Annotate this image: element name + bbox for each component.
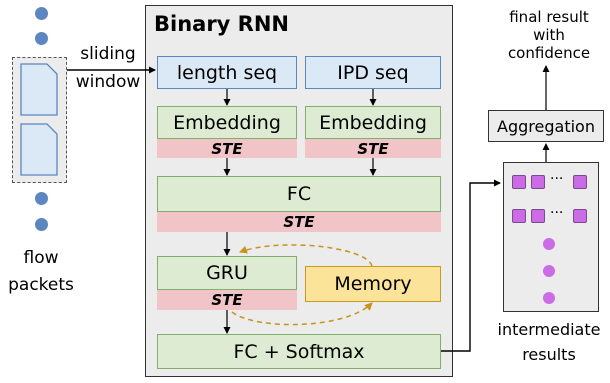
binary-rnn-title: Binary RNN — [154, 12, 290, 36]
packet-dot — [35, 32, 48, 45]
aggregation-box: Aggregation — [488, 110, 604, 142]
memory-write-arrow — [231, 302, 373, 326]
result-square — [573, 175, 587, 189]
result-square — [512, 175, 526, 189]
flow-label: flow — [23, 248, 59, 268]
result-dot — [543, 265, 555, 277]
packet-dot — [35, 218, 48, 231]
fc-box: FC — [157, 176, 441, 212]
window-label: window — [75, 72, 141, 92]
embedding-right-box: Embedding — [305, 106, 441, 139]
results-label: results — [522, 345, 576, 364]
final-result-line1: final result — [509, 8, 589, 26]
result-square — [531, 175, 545, 189]
embedding-left-box: Embedding — [157, 106, 297, 139]
ipd-seq-box: IPD seq — [305, 56, 441, 89]
packet-icon — [20, 63, 58, 116]
packets-label: packets — [8, 275, 74, 295]
result-square — [512, 209, 526, 223]
result-square — [573, 209, 587, 223]
memory-read-arrow — [239, 244, 373, 267]
packet-dot — [35, 192, 48, 205]
ellipsis-text: ··· — [550, 205, 564, 221]
intermediate-label: intermediate — [497, 320, 601, 339]
length-seq-box: length seq — [157, 56, 297, 89]
ste-fc: STE — [157, 212, 441, 232]
result-dot — [543, 238, 555, 250]
sliding-label: sliding — [80, 44, 136, 64]
ste-embedding-right: STE — [305, 139, 441, 158]
ellipsis-text: ··· — [550, 171, 564, 187]
packet-dot — [35, 7, 48, 20]
final-result-line2: with — [533, 26, 565, 44]
fc-softmax-box: FC + Softmax — [157, 334, 441, 369]
result-square — [531, 209, 545, 223]
output-arrow — [441, 179, 501, 352]
gru-box: GRU — [157, 256, 297, 290]
memory-box: Memory — [305, 266, 441, 302]
final-result-line3: confidence — [507, 44, 591, 62]
ste-embedding-left: STE — [157, 139, 297, 158]
packet-icon — [20, 123, 58, 176]
result-dot — [543, 292, 555, 304]
ste-gru: STE — [157, 290, 297, 310]
